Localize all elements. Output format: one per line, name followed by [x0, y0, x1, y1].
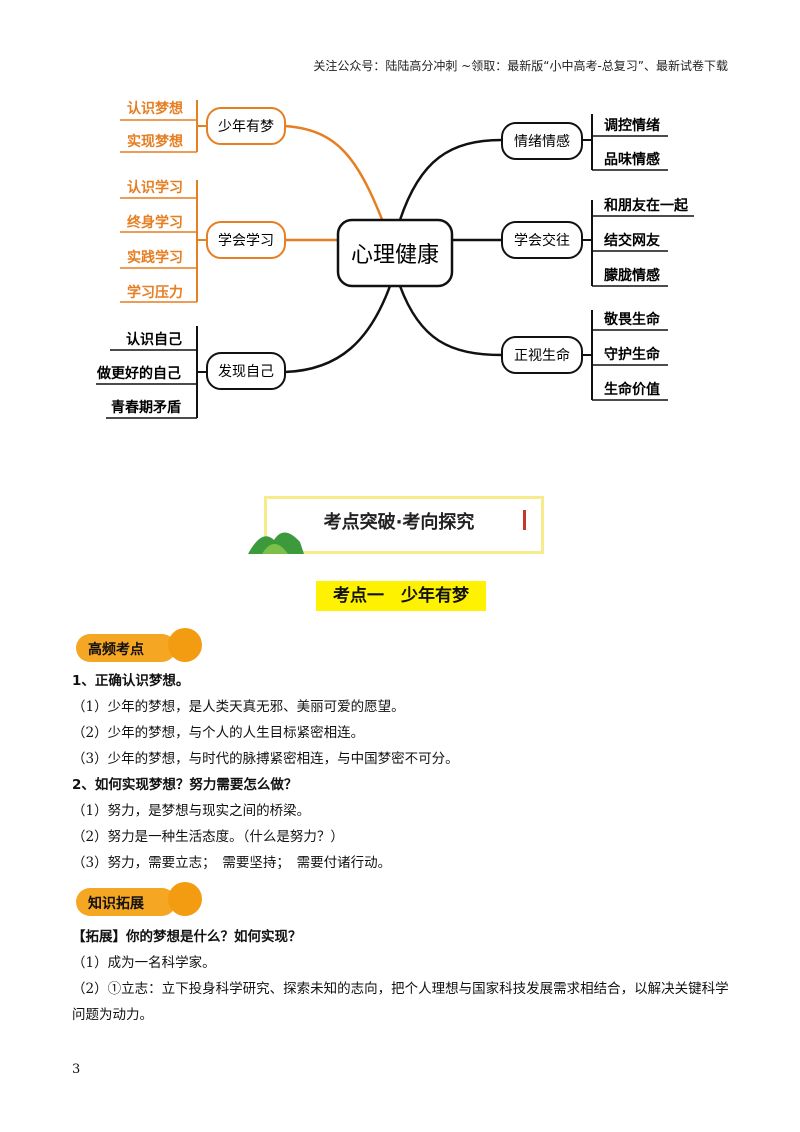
- svg-text:终身学习: 终身学习: [127, 214, 183, 231]
- branch-qingxu-qinggan: 情绪情感 调控情绪 品味情感: [501, 114, 668, 171]
- banner-frame: [264, 496, 544, 554]
- line: （1）努力，是梦想与现实之间的桥梁。: [72, 803, 311, 819]
- svg-text:守护生命: 守护生命: [604, 346, 661, 363]
- svg-text:青春期矛盾: 青春期矛盾: [111, 399, 181, 416]
- branch-xuehui-xuexi: 学会学习 认识学习 终身学习 实践学习 学习压力: [120, 179, 286, 303]
- svg-text:情绪情感: 情绪情感: [514, 133, 570, 150]
- mind-map: 心理健康 少年有梦 认识梦想 实现梦想 学会学习 认识学习 终身学习 实践学习 …: [96, 100, 694, 419]
- content-block-1: 1、正确认识梦想。 （1）少年的梦想，是人类天真无邪、美丽可爱的愿望。 （2）少…: [72, 668, 732, 876]
- svg-text:实践学习: 实践学习: [127, 249, 183, 266]
- svg-text:学会学习: 学会学习: [218, 233, 274, 249]
- line: 【拓展】你的梦想是什么？如何实现？: [72, 929, 302, 945]
- badge-high-frequency: 高频考点: [72, 626, 202, 666]
- svg-text:学会交往: 学会交往: [514, 232, 570, 249]
- mind-map-center-label: 心理健康: [351, 243, 439, 268]
- svg-text:和朋友在一起: 和朋友在一起: [604, 197, 689, 214]
- orange-icon: [168, 628, 202, 662]
- line: （2）①立志：立下投身科学研究、探索未知的志向，把个人理想与国家科技发展需求相结…: [72, 981, 729, 1023]
- svg-text:品味情感: 品味情感: [604, 151, 660, 168]
- svg-text:认识自己: 认识自己: [126, 331, 182, 348]
- content-block-2: 【拓展】你的梦想是什么？如何实现？ （1）成为一名科学家。 （2）①立志：立下投…: [72, 924, 732, 1028]
- line: （2）少年的梦想，与个人的人生目标紧密相连。: [72, 725, 365, 741]
- line: （1）少年的梦想，是人类天真无邪、美丽可爱的愿望。: [72, 699, 405, 715]
- section-banner: 考点突破·考向探究: [248, 494, 544, 554]
- hill-icon: [248, 532, 304, 554]
- line: （1）成为一名科学家。: [72, 955, 216, 971]
- svg-text:做更好的自己: 做更好的自己: [96, 365, 181, 382]
- banner-accent: [523, 510, 526, 530]
- branch-zhengshi-shengming: 正视生命 敬畏生命 守护生命 生命价值: [501, 310, 668, 401]
- line: （2）努力是一种生活态度。（什么是努力？）: [72, 829, 344, 845]
- svg-text:发现自己: 发现自己: [218, 364, 274, 380]
- branch-shaonian-youmeng: 少年有梦 认识梦想 实现梦想: [120, 100, 286, 153]
- page-number: 3: [72, 1062, 81, 1077]
- branch-xuehui-jiaowang: 学会交往 和朋友在一起 结交网友 朦胧情感: [501, 197, 694, 287]
- line: 2、如何实现梦想？努力需要怎么做？: [72, 777, 298, 793]
- svg-text:认识学习: 认识学习: [127, 179, 183, 196]
- svg-text:生命价值: 生命价值: [604, 381, 660, 398]
- banner-title: 考点突破·考向探究: [323, 512, 475, 533]
- line: （3）努力，需要立志； 需要坚持； 需要付诸行动。: [72, 855, 392, 871]
- line: 1、正确认识梦想。: [72, 673, 190, 689]
- svg-text:敬畏生命: 敬畏生命: [603, 311, 661, 328]
- mind-map-center: 心理健康: [284, 124, 503, 374]
- header-note: 关注公众号：陆陆高分冲刺 ~领取：最新版“小中高考-总复习”、最新试卷下载: [313, 59, 728, 73]
- svg-text:少年有梦: 少年有梦: [218, 119, 274, 135]
- svg-text:实现梦想: 实现梦想: [127, 133, 183, 150]
- badge-knowledge-extension: 知识拓展: [72, 880, 202, 920]
- line: （3）少年的梦想，与时代的脉搏紧密相连，与中国梦密不可分。: [72, 751, 459, 767]
- svg-text:学习压力: 学习压力: [127, 284, 183, 301]
- svg-text:结交网友: 结交网友: [604, 232, 660, 249]
- svg-text:调控情绪: 调控情绪: [604, 117, 660, 134]
- svg-text:认识梦想: 认识梦想: [127, 100, 183, 117]
- svg-text:朦胧情感: 朦胧情感: [604, 267, 660, 284]
- branch-faxian-ziji: 发现自己 认识自己 做更好的自己 青春期矛盾: [96, 326, 286, 419]
- section-title: 考点一 少年有梦: [316, 581, 486, 611]
- svg-text:正视生命: 正视生命: [514, 347, 570, 364]
- orange-icon: [168, 882, 202, 916]
